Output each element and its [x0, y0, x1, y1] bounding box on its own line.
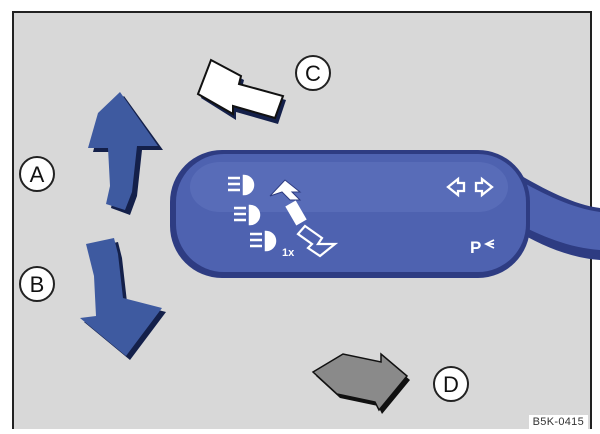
turn-signal-icon: [446, 176, 494, 198]
callout-c-label: C: [305, 61, 321, 86]
callout-b-label: B: [30, 272, 45, 297]
headlight-icon: [228, 174, 255, 196]
callout-c: C: [295, 55, 331, 91]
callout-d-label: D: [443, 372, 459, 397]
flash-label: 1x: [282, 247, 295, 259]
parking-light-icon: P: [470, 238, 481, 257]
figure-code: B5K-0415: [528, 415, 588, 429]
callout-a: A: [19, 156, 55, 192]
lever-head: [170, 150, 530, 278]
pull-arrow-icon: [296, 224, 339, 258]
push-arrow-c-icon: [196, 58, 286, 124]
low-beam-icon: [234, 204, 261, 226]
stalk-arm: [515, 172, 600, 260]
callout-a-label: A: [30, 162, 45, 187]
flash-beam-icon: [250, 230, 277, 252]
lever-track: [285, 200, 307, 226]
down-arrow-icon: [80, 238, 166, 360]
parking-rays: [483, 239, 495, 249]
up-arrow-icon: [88, 92, 163, 215]
push-arrow-icon: [269, 179, 302, 201]
callout-d: D: [433, 366, 469, 402]
callout-b: B: [19, 266, 55, 302]
pull-arrow-d-icon: [311, 352, 410, 414]
